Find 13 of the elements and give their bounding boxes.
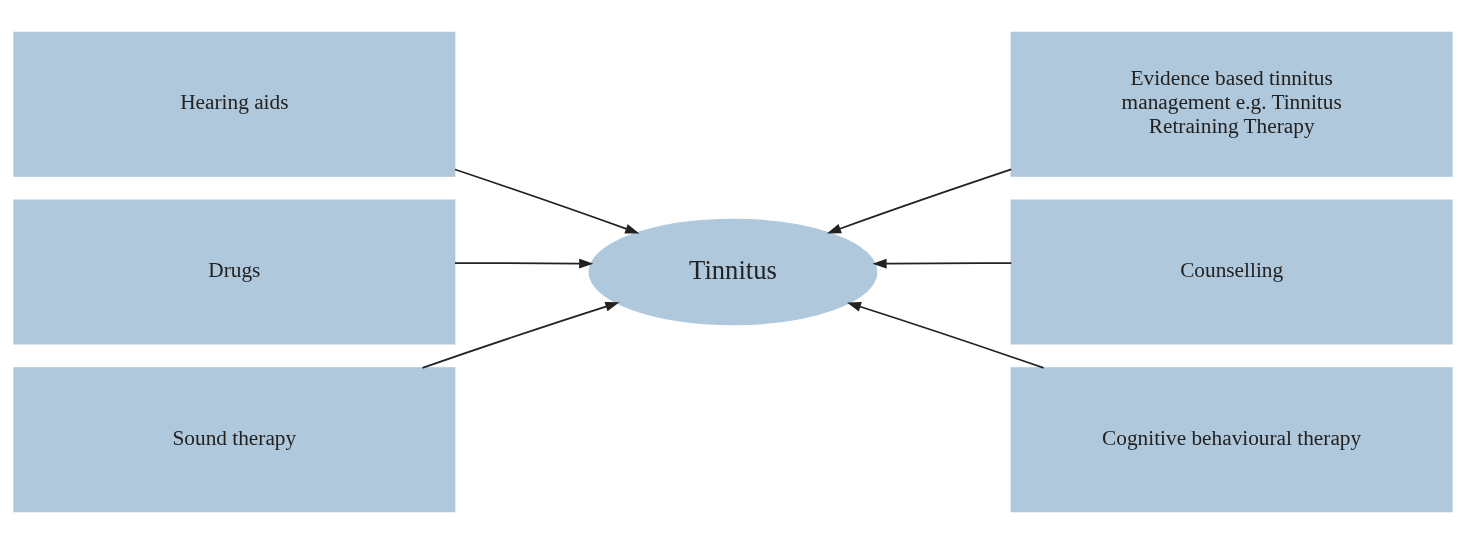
arrow bbox=[454, 258, 594, 269]
node-box: Drugs bbox=[13, 198, 456, 345]
node-box: Cognitive behavioural therapy bbox=[1010, 366, 1453, 512]
arrow bbox=[454, 168, 640, 234]
node-ellipse: Tinnitus bbox=[588, 218, 878, 325]
node-box: Hearing aids bbox=[13, 31, 456, 177]
arrow bbox=[826, 168, 1013, 233]
node-box: Counselling bbox=[1010, 198, 1453, 345]
node-box: Sound therapy bbox=[13, 366, 456, 512]
arrow bbox=[421, 301, 620, 369]
arrow bbox=[872, 258, 1013, 269]
node-box: Evidence based tinnitus management e.g. Tinnitus Retraining Therapy bbox=[1010, 31, 1453, 177]
arrow bbox=[846, 301, 1045, 369]
